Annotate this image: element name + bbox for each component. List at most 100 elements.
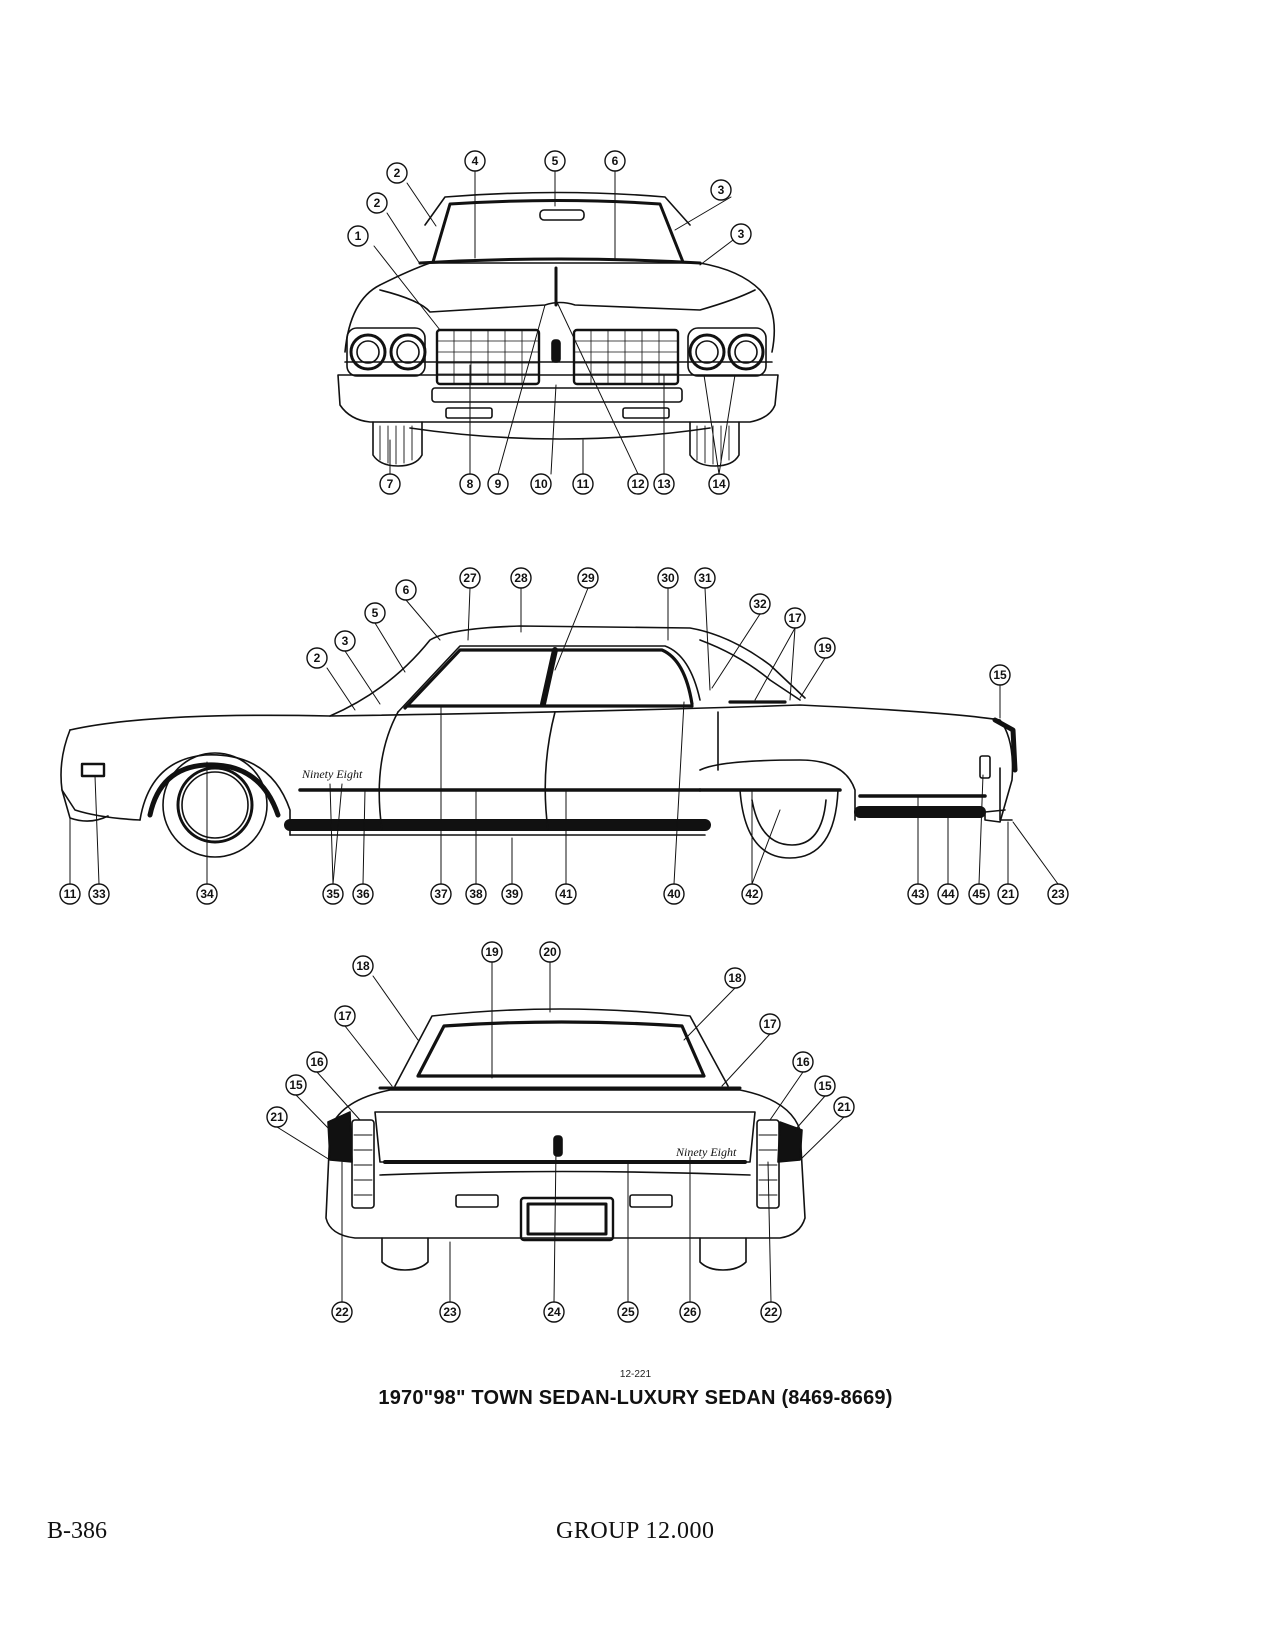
group-label: GROUP 12.000 xyxy=(556,1518,715,1544)
rear-callout-24: 24 xyxy=(543,1301,565,1323)
callout-label: 45 xyxy=(972,887,986,901)
rear-callout-21: 21 xyxy=(266,1106,288,1128)
callout-label: 1 xyxy=(355,229,362,243)
callout-label: 21 xyxy=(1001,887,1015,901)
side-callout-37: 37 xyxy=(430,883,452,905)
callout-label: 17 xyxy=(788,611,802,625)
callout-label: 28 xyxy=(514,571,528,585)
callout-label: 4 xyxy=(472,154,479,168)
rear-callout-19: 19 xyxy=(481,941,503,963)
rear-callout-17: 17 xyxy=(759,1013,781,1035)
callout-label: 10 xyxy=(534,477,548,491)
callout-label: 22 xyxy=(335,1305,349,1319)
callout-label: 27 xyxy=(463,571,477,585)
callout-label: 11 xyxy=(577,477,590,491)
front-callout-13: 13 xyxy=(653,473,675,495)
callout-label: 25 xyxy=(621,1305,635,1319)
callout-label: 22 xyxy=(764,1305,778,1319)
side-callout-23: 23 xyxy=(1047,883,1069,905)
rear-callout-16: 16 xyxy=(792,1051,814,1073)
callout-label: 15 xyxy=(818,1079,832,1093)
callout-label: 26 xyxy=(683,1305,697,1319)
callout-label: 16 xyxy=(796,1055,810,1069)
callout-label: 13 xyxy=(657,477,671,491)
side-callout-43: 43 xyxy=(907,883,929,905)
figure-number: 12-221 xyxy=(619,1369,652,1380)
callout-label: 40 xyxy=(667,887,681,901)
side-callout-27: 27 xyxy=(459,567,481,589)
side-callout-5: 5 xyxy=(364,602,386,624)
callout-label: 17 xyxy=(338,1009,352,1023)
side-callout-2: 2 xyxy=(306,647,328,669)
callout-label: 17 xyxy=(763,1017,777,1031)
side-callout-29: 29 xyxy=(577,567,599,589)
callout-label: 6 xyxy=(403,583,410,597)
callout-label: 23 xyxy=(1051,887,1065,901)
rear-callout-21: 21 xyxy=(833,1096,855,1118)
side-callout-34: 34 xyxy=(196,883,218,905)
callout-label: 2 xyxy=(374,196,381,210)
side-script-badge: Ninety Eight xyxy=(301,767,363,781)
side-callout-40: 40 xyxy=(663,883,685,905)
side-callout-17: 17 xyxy=(784,607,806,629)
front-view-car xyxy=(337,191,779,467)
front-callout-5: 5 xyxy=(544,150,566,172)
side-callout-6: 6 xyxy=(395,579,417,601)
side-callout-11: 11 xyxy=(59,883,81,905)
side-callout-35: 35 xyxy=(322,883,344,905)
callout-label: 19 xyxy=(818,641,832,655)
side-callout-30: 30 xyxy=(657,567,679,589)
callout-label: 20 xyxy=(543,945,557,959)
side-callout-39: 39 xyxy=(501,883,523,905)
callout-label: 3 xyxy=(718,183,725,197)
rear-callout-15: 15 xyxy=(285,1074,307,1096)
side-callout-21: 21 xyxy=(997,883,1019,905)
leader-lines xyxy=(69,170,1059,1303)
callout-label: 44 xyxy=(941,887,955,901)
callout-label: 9 xyxy=(495,477,502,491)
rear-callout-20: 20 xyxy=(539,941,561,963)
callout-label: 36 xyxy=(356,887,370,901)
side-callout-15: 15 xyxy=(989,664,1011,686)
callout-label: 15 xyxy=(993,668,1007,682)
figure-title: 1970"98" TOWN SEDAN-LUXURY SEDAN (8469-8… xyxy=(378,1387,893,1409)
side-callout-44: 44 xyxy=(937,883,959,905)
rear-callout-18: 18 xyxy=(724,967,746,989)
callout-label: 15 xyxy=(289,1078,303,1092)
side-callout-38: 38 xyxy=(465,883,487,905)
front-callout-1: 1 xyxy=(347,225,369,247)
front-callout-9: 9 xyxy=(487,473,509,495)
rear-callout-22: 22 xyxy=(331,1301,353,1323)
rear-callout-22: 22 xyxy=(760,1301,782,1323)
front-callout-2: 2 xyxy=(366,192,388,214)
callout-label: 3 xyxy=(738,227,745,241)
front-callout-11: 11 xyxy=(572,473,594,495)
side-callout-31: 31 xyxy=(694,567,716,589)
front-callout-3: 3 xyxy=(730,223,752,245)
side-callout-45: 45 xyxy=(968,883,990,905)
rear-callout-17: 17 xyxy=(334,1005,356,1027)
callout-label: 37 xyxy=(434,887,448,901)
side-callout-42: 42 xyxy=(741,883,763,905)
callout-label: 3 xyxy=(342,634,349,648)
side-callout-41: 41 xyxy=(555,883,577,905)
rear-callout-18: 18 xyxy=(352,955,374,977)
side-callout-3: 3 xyxy=(334,630,356,652)
callout-label: 43 xyxy=(911,887,925,901)
rear-script-badge: Ninety Eight xyxy=(675,1145,737,1159)
callout-label: 18 xyxy=(356,959,370,973)
front-callout-6: 6 xyxy=(604,150,626,172)
callout-label: 29 xyxy=(581,571,595,585)
callout-label: 34 xyxy=(200,887,214,901)
callout-label: 38 xyxy=(469,887,483,901)
callout-label: 23 xyxy=(443,1305,457,1319)
side-callout-32: 32 xyxy=(749,593,771,615)
rear-callout-23: 23 xyxy=(439,1301,461,1323)
back-window-molding xyxy=(416,1020,706,1078)
callout-label: 18 xyxy=(728,971,742,985)
side-window-reveal xyxy=(403,648,694,710)
front-callout-7: 7 xyxy=(379,473,401,495)
